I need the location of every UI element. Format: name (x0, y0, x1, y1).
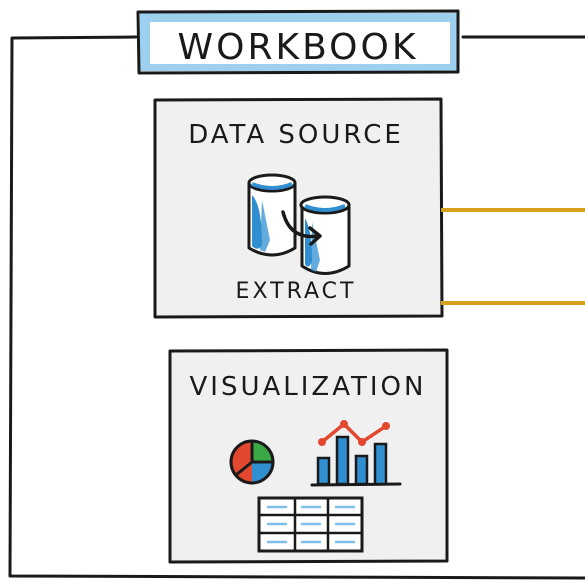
arrow-icon (281, 210, 322, 246)
pie-chart-icon (229, 439, 275, 485)
workbook-title: WORKBOOK (178, 27, 419, 68)
visualization-panel: VISUALIZATION (168, 348, 449, 564)
bar-chart-icon (310, 435, 402, 487)
workbook-frame (8, 35, 585, 580)
database-cylinder-icon (299, 195, 351, 275)
visualization-title: VISUALIZATION (190, 372, 427, 402)
table-grid-icon (257, 496, 364, 553)
workbook-title-tab: WORKBOOK (136, 9, 460, 75)
database-cylinder-icon (247, 173, 297, 257)
extract-label: EXTRACT (236, 279, 357, 304)
data-source-title: DATA SOURCE (188, 120, 404, 150)
data-source-panel: DATA SOURCE EXTRACT (153, 97, 444, 319)
trend-line-icon (318, 420, 390, 446)
